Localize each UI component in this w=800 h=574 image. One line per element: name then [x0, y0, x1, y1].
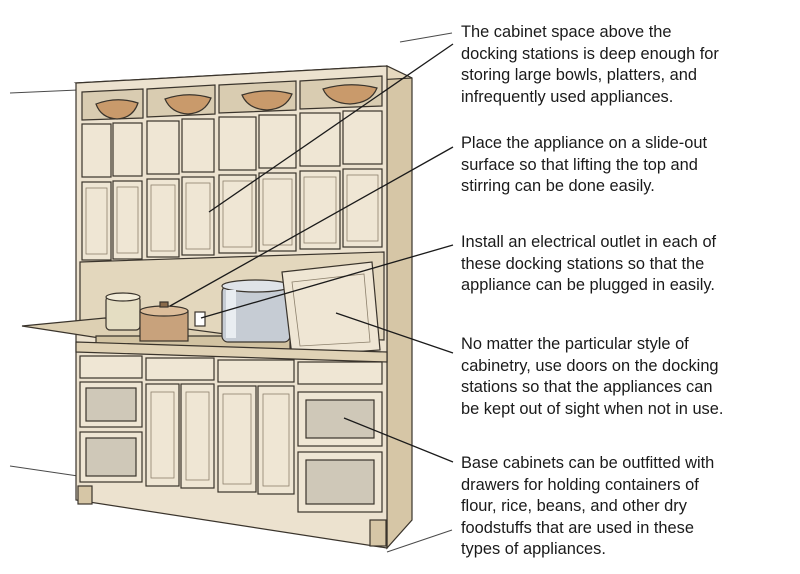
cabinet-body	[21, 65, 413, 550]
docking-station-door	[281, 261, 381, 357]
right-drawers	[297, 391, 383, 513]
room-lines	[9, 32, 453, 553]
callout-slide-out: Place the appliance on a slide-out surfa…	[461, 134, 708, 196]
rice-cooker-icon	[105, 292, 141, 331]
base-drawers-top	[79, 355, 383, 385]
slow-cooker-icon	[221, 279, 291, 343]
callout-leader-lines	[169, 43, 454, 463]
callout-outlet: Install an electrical outlet in each of …	[461, 233, 717, 295]
left-drawers	[79, 381, 143, 483]
cooking-pot-icon	[139, 301, 189, 342]
upper-doors-row-1	[81, 110, 383, 178]
upper-doors-row-2	[81, 168, 383, 261]
callout-base-drawers: Base cabinets can be outfitted with draw…	[461, 454, 715, 559]
door-panel-insets	[85, 174, 379, 255]
cabinet-feet	[77, 485, 387, 547]
base-doors	[145, 383, 295, 495]
counter-ledge	[75, 341, 388, 363]
callout-upper-cabinet: The cabinet space above the docking stat…	[461, 23, 719, 106]
electrical-outlet-icon	[194, 311, 206, 327]
callout-doors: No matter the particular style of cabine…	[461, 335, 724, 418]
bowl-icons	[95, 84, 378, 120]
